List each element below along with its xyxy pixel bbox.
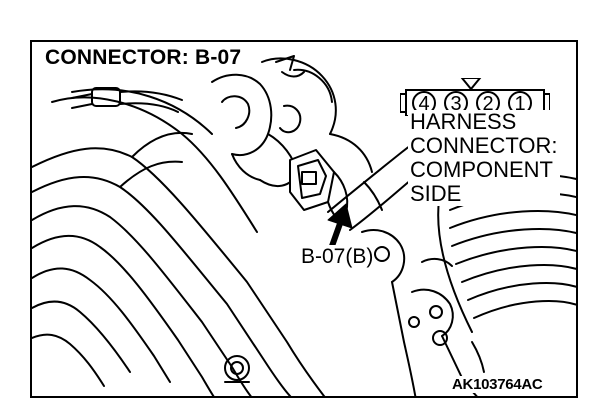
connector-latch-right [543,93,550,113]
connector-pinout: 4 3 2 1 [400,78,550,116]
intake-manifold [32,88,326,396]
diagram-frame: CONNECTOR: B-07 4 3 2 1 [30,40,578,398]
sensor-connector-b07 [289,149,349,227]
svg-text:3: 3 [450,93,461,115]
connector-latch-left [400,93,407,113]
connector-key-marker [460,78,482,91]
figure-reference-code: AK103764AC [450,376,545,393]
throttle-body-assembly [211,57,373,187]
page-title: CONNECTOR: B-07 [42,46,245,70]
caption-line: HARNESS [410,109,517,134]
connector-view-caption: HARNESS CONNECTOR: COMPONENT SIDE [408,110,560,206]
caption-line: COMPONENT [410,157,553,182]
caption-line: SIDE [410,181,462,206]
manifold-bolt [224,355,250,383]
svg-text:1: 1 [514,93,525,115]
svg-text:2: 2 [482,93,493,115]
harness-clip [275,55,305,78]
vacuum-hose [71,87,183,113]
caption-line: CONNECTOR: [410,133,558,158]
svg-text:4: 4 [418,93,429,115]
mounting-bracket [361,229,485,396]
callout-arrow [327,203,353,249]
engine-bay-illustration [32,55,576,396]
connector-callout-label: B-07(B) [300,245,375,269]
